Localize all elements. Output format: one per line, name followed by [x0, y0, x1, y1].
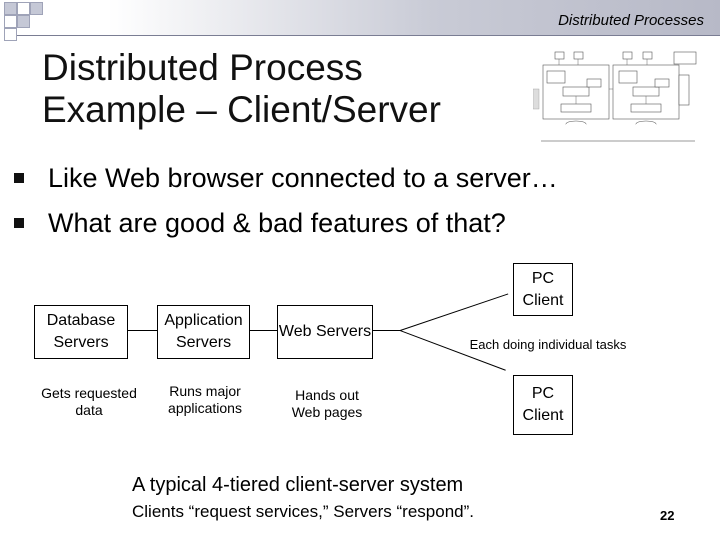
page-title-line-2: Example – Client/Server — [42, 89, 441, 130]
bullet-square-icon — [14, 217, 24, 228]
connector-app-web — [250, 330, 277, 331]
connector-db-app — [128, 330, 157, 331]
bullet-item-2: What are good & bad features of that? — [14, 207, 506, 239]
pc-client-top-node: PC Client — [513, 263, 573, 316]
application-servers-label: Application Servers — [164, 312, 243, 351]
diagram-subcaption: Clients “request services,” Servers “res… — [132, 502, 475, 521]
database-servers-node: Database Servers — [34, 305, 128, 359]
connector-hub-pc-top — [400, 293, 509, 331]
application-description: Runs major applications — [168, 383, 242, 416]
database-servers-label: Database Servers — [46, 312, 116, 351]
database-description: Gets requested data — [41, 385, 137, 418]
header-rule — [10, 35, 720, 36]
application-servers-node: Application Servers — [157, 305, 250, 359]
bullet-item-1: Like Web browser connected to a server… — [14, 162, 558, 194]
clients-description: Each doing individual tasks — [469, 337, 627, 352]
pc-client-bottom-node: PC Client — [513, 375, 573, 435]
header-title: Distributed Processes — [558, 12, 704, 29]
page-title: Distributed Process Example – Client/Ser… — [42, 47, 441, 131]
bullet-square-icon — [14, 172, 24, 183]
architecture-figure-thumbnail — [533, 51, 697, 142]
web-servers-node: Web Servers — [277, 305, 373, 359]
header-decoration — [0, 0, 50, 41]
web-description: Hands out Web pages — [291, 387, 363, 420]
page-title-line-1: Distributed Process — [42, 47, 363, 88]
diagram-caption: A typical 4-tiered client-server system — [132, 474, 464, 496]
page-number: 22 — [660, 508, 675, 523]
web-servers-label: Web Servers — [278, 323, 372, 340]
pc-client-bottom-label: PC Client — [522, 385, 564, 424]
connector-web-hub — [373, 330, 400, 331]
bullet-text: Like Web browser connected to a server… — [48, 163, 558, 193]
header-band — [0, 0, 720, 36]
bullet-text: What are good & bad features of that? — [48, 208, 506, 238]
pc-client-top-label: PC Client — [522, 269, 564, 309]
